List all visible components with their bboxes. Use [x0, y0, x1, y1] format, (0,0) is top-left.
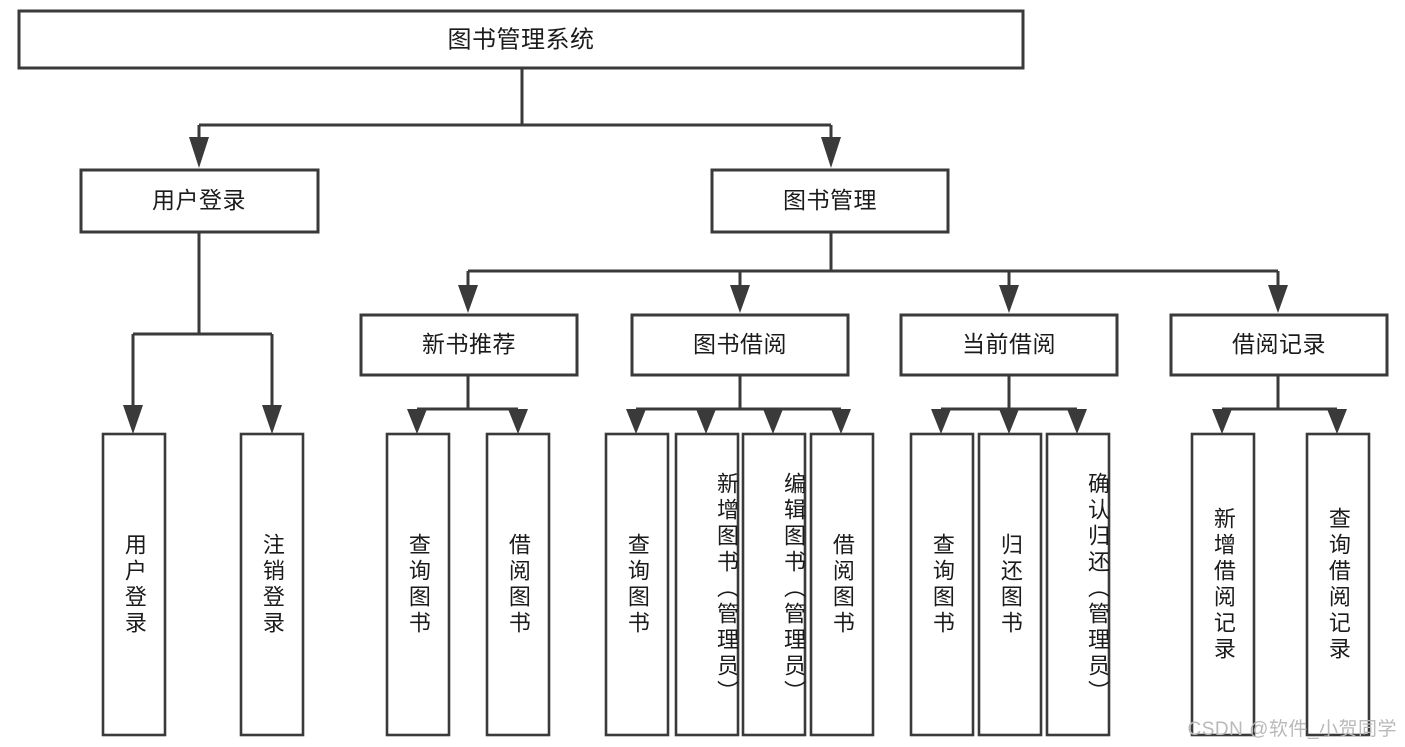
node-book-borrow[interactable]: 图书借阅: [630, 313, 850, 377]
node-rect-current-borrow: [899, 313, 1119, 377]
node-new-book-recommend[interactable]: 新书推荐: [359, 313, 579, 377]
node-rect-book-manage: [710, 168, 950, 234]
arrowhead-leaf-query-book-1: [407, 409, 427, 434]
arrowhead-leaf-return-book: [999, 409, 1019, 434]
arrowhead-leaf-add-book: [696, 409, 716, 434]
arrowhead-leaf-borrow-book-2: [831, 409, 851, 434]
node-borrow-record[interactable]: 借阅记录: [1169, 313, 1389, 377]
connector-group-book-manage: [458, 232, 1288, 313]
arrowhead-leaf-edit-book: [763, 409, 783, 434]
connector-group-root: [189, 68, 841, 168]
csdn-watermark: CSDN @软件_小贺同学: [1187, 719, 1397, 740]
arrowhead-leaf-query-book-2: [626, 409, 646, 434]
node-rect-book-borrow: [630, 313, 850, 377]
node-rect-root: [17, 9, 1025, 70]
arrowhead-leaf-add-record: [1212, 409, 1232, 434]
node-label-root: 图书管理系统: [448, 26, 595, 53]
node-rect-leaf-user-login[interactable]: [101, 432, 167, 737]
node-label-user-login: 用户登录: [152, 187, 246, 213]
node-rect-leaf-logout-login[interactable]: [239, 432, 305, 737]
node-rect-leaf-add-book[interactable]: [674, 432, 740, 737]
connector-group-borrow-record: [1212, 375, 1347, 434]
node-label-current-borrow: 当前借阅: [962, 331, 1056, 357]
node-user-login[interactable]: 用户登录: [79, 168, 320, 234]
node-rect-leaf-confirm-return[interactable]: [1045, 432, 1111, 737]
arrowhead-borrow-record: [1268, 285, 1288, 313]
node-rect-leaf-query-book-2[interactable]: [604, 432, 670, 737]
leaf-rect-group: [101, 432, 1371, 737]
connector-group-user-login: [123, 232, 282, 434]
node-rect-leaf-edit-book[interactable]: [741, 432, 807, 737]
arrowhead-root-to-book-manage: [821, 137, 841, 168]
arrowhead-leaf-query-record: [1327, 409, 1347, 434]
arrowhead-leaf-confirm-return: [1067, 409, 1087, 434]
node-rect-leaf-borrow-book-1[interactable]: [485, 432, 551, 737]
connector-group-new-book-recommend: [407, 375, 528, 434]
node-rect-leaf-borrow-book-2[interactable]: [809, 432, 875, 737]
arrowhead-leaf-query-book-3: [931, 409, 951, 434]
arrowhead-leaf-borrow-book-1: [508, 409, 528, 434]
node-label-borrow-record: 借阅记录: [1232, 331, 1326, 357]
node-rect-user-login: [79, 168, 320, 234]
node-rect-leaf-query-book-1[interactable]: [385, 432, 451, 737]
connector-group-book-borrow: [626, 375, 851, 434]
node-label-book-manage: 图书管理: [783, 187, 877, 213]
node-rect-leaf-query-book-3[interactable]: [909, 432, 975, 737]
arrowhead-new-book-recommend: [458, 285, 478, 313]
connector-group-current-borrow: [931, 375, 1087, 434]
arrowhead-leaf-user-login: [123, 405, 143, 434]
node-current-borrow[interactable]: 当前借阅: [899, 313, 1119, 377]
node-rect-borrow-record: [1169, 313, 1389, 377]
node-rect-new-book-recommend: [359, 313, 579, 377]
node-book-management-system[interactable]: 图书管理系统: [17, 9, 1025, 70]
node-rect-leaf-return-book[interactable]: [977, 432, 1043, 737]
node-label-book-borrow: 图书借阅: [693, 331, 787, 357]
node-rect-leaf-add-record[interactable]: [1190, 432, 1256, 737]
arrowhead-current-borrow: [999, 285, 1019, 313]
arrowhead-leaf-logout-login: [262, 405, 282, 434]
node-label-new-book-recommend: 新书推荐: [422, 331, 516, 357]
node-rect-leaf-query-record[interactable]: [1305, 432, 1371, 737]
arrowhead-root-to-user-login: [189, 137, 209, 168]
arrowhead-book-borrow: [730, 285, 750, 313]
node-book-manage[interactable]: 图书管理: [710, 168, 950, 234]
